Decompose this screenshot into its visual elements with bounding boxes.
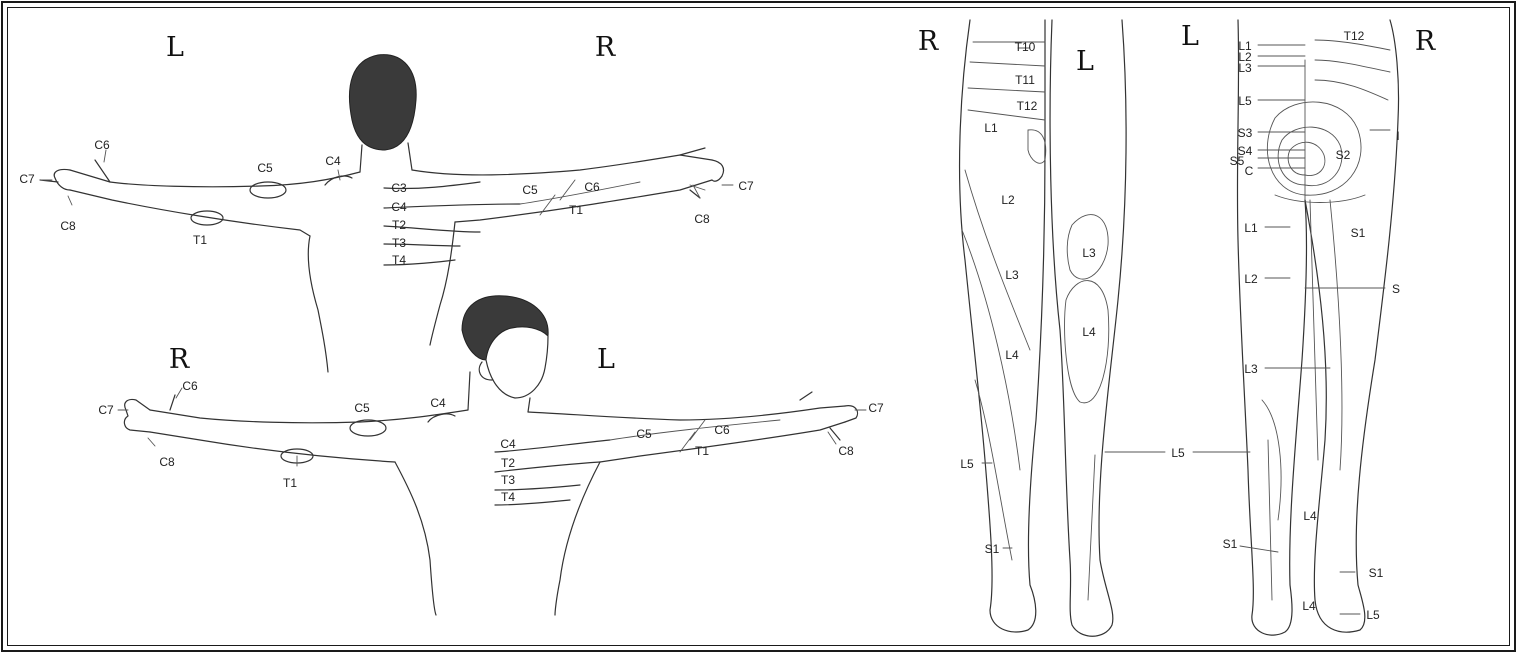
front-left-arm xyxy=(528,406,845,462)
dermatome-label: C7 xyxy=(738,179,754,193)
dermatome-label: L4 xyxy=(1303,509,1317,523)
front-right-arm xyxy=(150,410,468,462)
side-marker: R xyxy=(595,32,616,63)
back-left-hand xyxy=(40,160,110,190)
dermatome-label: C4 xyxy=(391,200,407,214)
dermatome-label: C7 xyxy=(98,403,114,417)
leg-front-dermatome-bands xyxy=(962,42,1046,560)
dermatome-label: T1 xyxy=(283,476,297,490)
back-t1-patch-left xyxy=(191,211,223,225)
dermatome-label: L4 xyxy=(1302,599,1316,613)
dermatome-label: C6 xyxy=(94,138,110,152)
dermatome-label: L3 xyxy=(1005,268,1019,282)
dermatome-label: I xyxy=(1396,129,1399,143)
front-view-figure xyxy=(118,296,866,615)
side-marker: R xyxy=(1415,26,1436,57)
dermatome-label: L4 xyxy=(1082,325,1096,339)
dermatome-label: L5 xyxy=(960,457,974,471)
dermatome-label: T1 xyxy=(193,233,207,247)
dermatome-label: T12 xyxy=(1344,29,1365,43)
dermatome-label: L5 xyxy=(1238,94,1252,108)
dermatome-label: T3 xyxy=(501,473,515,487)
dermatome-label: L4 xyxy=(1005,348,1019,362)
back-head-hair xyxy=(349,55,416,150)
front-c5-patch-right xyxy=(350,420,386,436)
dermatome-label: C8 xyxy=(838,444,854,458)
dermatome-label: T11 xyxy=(1015,73,1035,87)
dermatome-label: S5 xyxy=(1230,154,1245,168)
back-left-arm xyxy=(70,170,360,236)
dermatome-label: S1 xyxy=(1223,537,1238,551)
dermatome-label: C4 xyxy=(500,437,516,451)
dermatome-label: C6 xyxy=(182,379,198,393)
front-right-hand xyxy=(124,395,175,432)
side-marker: L xyxy=(597,344,615,375)
dermatome-label: C5 xyxy=(636,427,652,441)
dermatome-label: C4 xyxy=(325,154,341,168)
dermatome-label: T3 xyxy=(392,236,406,250)
dermatome-label: C7 xyxy=(868,401,884,415)
dermatome-label: T1 xyxy=(569,203,583,217)
dermatome-label: L5 xyxy=(1366,608,1380,622)
dermatome-label: L5 xyxy=(1171,446,1185,460)
leg-back-sacral-rings xyxy=(1267,60,1365,203)
dermatome-label: S1 xyxy=(1351,226,1366,240)
dermatome-label: C5 xyxy=(354,401,370,415)
dermatome-label: T10 xyxy=(1015,40,1036,54)
front-neck xyxy=(468,372,530,412)
dermatome-label: C8 xyxy=(694,212,710,226)
back-arm-band-lines xyxy=(520,180,705,215)
dermatome-label: C8 xyxy=(60,219,76,233)
dermatome-label: C5 xyxy=(522,183,538,197)
front-head-hair xyxy=(462,296,548,360)
dermatome-label: T4 xyxy=(392,253,406,267)
leg-back-right-outline xyxy=(1305,20,1399,632)
leg-back-pointer-lines xyxy=(1193,45,1390,614)
dermatome-label: T4 xyxy=(501,490,515,504)
back-c5-patch-left xyxy=(250,182,286,198)
dermatome-label: S3 xyxy=(1238,126,1253,140)
dermatome-label: T2 xyxy=(501,456,515,470)
dermatome-label: C4 xyxy=(430,396,446,410)
dermatome-label: C6 xyxy=(714,423,730,437)
front-torso xyxy=(395,462,600,615)
dermatome-label: C8 xyxy=(159,455,175,469)
dermatome-label: T2 xyxy=(392,218,406,232)
back-torso xyxy=(308,222,455,372)
back-view-figure xyxy=(40,55,733,372)
leg-back-left-outline xyxy=(1237,20,1306,635)
side-marker: L xyxy=(166,32,184,63)
side-marker: L xyxy=(1181,21,1199,52)
dermatome-label: T12 xyxy=(1017,99,1038,113)
leg-front-inner-patches xyxy=(1065,215,1109,600)
dermatome-label: L1 xyxy=(984,121,998,135)
dermatome-label: C5 xyxy=(257,161,273,175)
dermatome-label: S xyxy=(1392,282,1400,296)
dermatome-label: C7 xyxy=(19,172,35,186)
dermatome-label: L3 xyxy=(1082,246,1096,260)
dermatome-label: L1 xyxy=(1244,221,1258,235)
leg-back-dermatome-lines xyxy=(1262,40,1390,600)
side-marker: L xyxy=(1076,46,1094,77)
dermatome-label: L2 xyxy=(1244,272,1258,286)
front-pointer-lines xyxy=(118,388,866,466)
dermatome-label: C6 xyxy=(584,180,600,194)
dermatome-label: C xyxy=(1245,164,1254,178)
side-marker: R xyxy=(918,26,939,57)
dermatome-label: C3 xyxy=(391,181,407,195)
dermatome-label: L3 xyxy=(1238,61,1252,75)
back-right-arm xyxy=(412,155,712,222)
dermatome-label: T1 xyxy=(695,444,709,458)
dermatome-label: S1 xyxy=(985,542,1000,556)
dermatome-label: L3 xyxy=(1244,362,1258,376)
side-marker: R xyxy=(169,344,190,375)
dermatome-label: S2 xyxy=(1336,148,1351,162)
dermatome-label: L2 xyxy=(1001,193,1015,207)
back-pointer-lines xyxy=(40,150,733,205)
dermatome-label: S1 xyxy=(1369,566,1384,580)
